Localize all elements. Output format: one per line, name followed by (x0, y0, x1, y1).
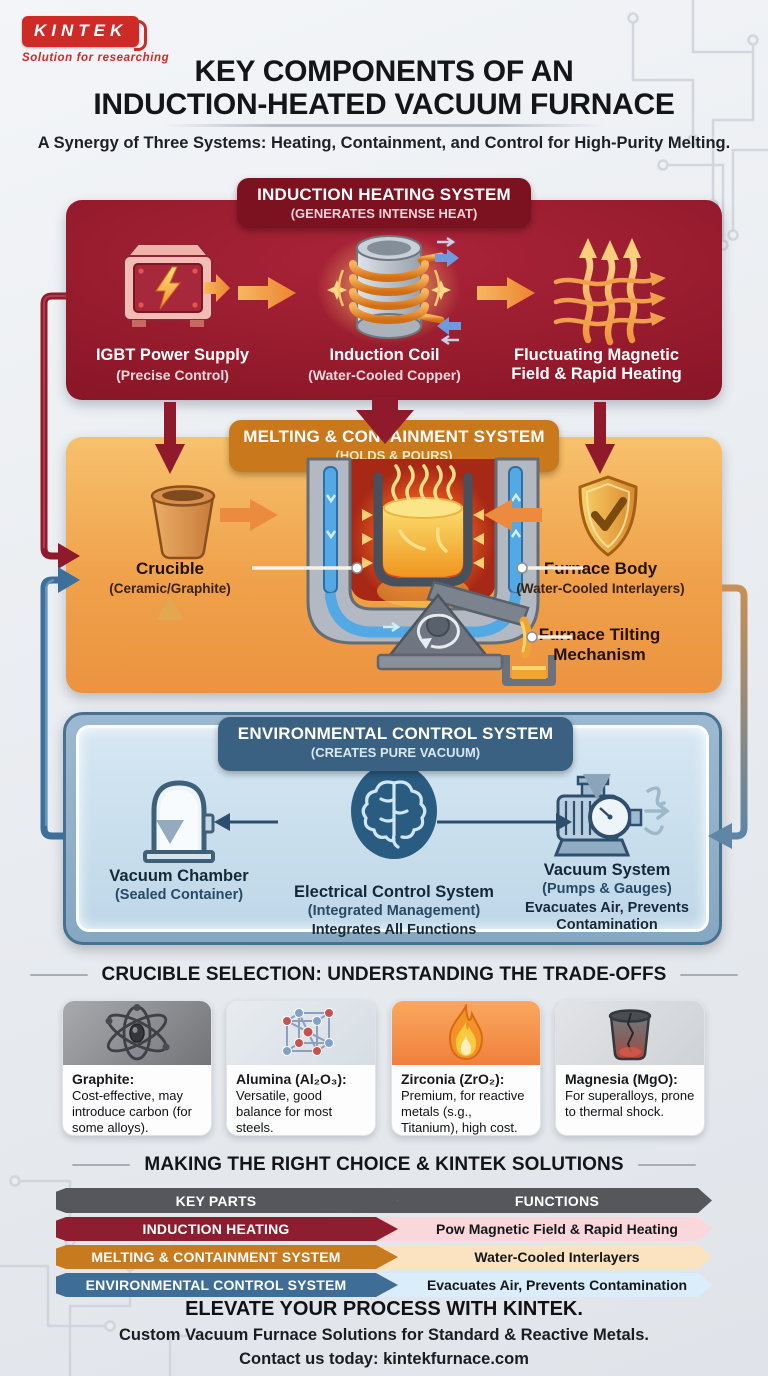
item-label: IGBT Power Supply (95, 346, 250, 364)
induction-heating-subtitle: (GENERATES INTENSE HEAT) (290, 206, 478, 221)
furnace-cross-section-illustration (288, 451, 558, 691)
crucible-card-alumina: Alumina (Al₂O₃): Versatile, good balance… (226, 1000, 376, 1136)
table-header-row: KEY PARTS FUNCTIONS (56, 1188, 712, 1213)
vacuum-pump-icon (548, 773, 680, 865)
environmental-control-panel: ENVIRONMENTAL CONTROL SYSTEM (CREATES PU… (63, 712, 722, 945)
item-label: Vacuum Chamber (109, 867, 249, 885)
crucible-icon (138, 477, 228, 563)
furnace-body-label-block: Furnace Body (Water-Cooled Interlayers) (498, 559, 703, 596)
heading-dash-right (637, 1163, 696, 1167)
brain-icon (348, 761, 440, 863)
tilting-mechanism-label-block: Furnace Tilting Mechanism (512, 625, 687, 665)
row-function: Water-Cooled Interlayers (376, 1245, 712, 1269)
flame-icon (392, 1001, 540, 1065)
heading-dash-left (72, 1163, 131, 1167)
row-function: Pow Magnetic Field & Rapid Heating (376, 1217, 712, 1241)
tilting-mechanism-label: Furnace Tilting Mechanism (538, 625, 661, 665)
contact-domain-link[interactable]: kintekfurnace.com (383, 1350, 529, 1368)
induction-item-coil: Induction Coil (Water-Cooled Copper) (292, 346, 477, 383)
contact-prefix: Contact us today: (239, 1350, 384, 1368)
power-supply-icon (106, 238, 230, 342)
card-name: Zirconia (ZrO₂): (401, 1071, 505, 1087)
page-title-line2: INDUCTION-HEATED VACUUM FURNACE (93, 88, 675, 121)
item-label: Fluctuating Magnetic Field & Rapid Heati… (511, 346, 682, 384)
induction-item-power-supply: IGBT Power Supply (Precise Control) (80, 346, 265, 383)
crucible-sublabel: (Ceramic/Graphite) (109, 581, 231, 597)
item-sublabel: (Integrated Management) (307, 902, 481, 919)
card-desc: Versatile, good balance for most steels. (236, 1088, 333, 1135)
card-desc: Premium, for reactive metals (s.g., Tita… (401, 1088, 525, 1135)
item-sublabel: (Water-Cooled Copper) (308, 367, 461, 384)
induction-heating-panel: INDUCTION HEATING SYSTEM (GENERATES INTE… (66, 178, 722, 400)
page-subtitle: A Synergy of Three Systems: Heating, Con… (37, 134, 731, 152)
induction-heating-title: INDUCTION HEATING SYSTEM (257, 185, 511, 204)
environmental-subtitle: (CREATES PURE VACUUM) (310, 745, 481, 760)
footer-headline: ELEVATE YOUR PROCESS WITH KINTEK. (185, 1298, 583, 1320)
env-item-vacuum-system: Vacuum System (Pumps & Gauges) Evacuates… (518, 861, 696, 935)
item-sublabel: (Pumps & Gauges) (542, 880, 672, 897)
solutions-title: MAKING THE RIGHT CHOICE & KINTEK SOLUTIO… (144, 1154, 624, 1175)
crucible-label: Crucible (135, 559, 205, 578)
crucible-card-graphite: Graphite: Cost-effective, may introduce … (62, 1000, 212, 1136)
furnace-body-sublabel: (Water-Cooled Interlayers) (516, 581, 685, 597)
table-row: INDUCTION HEATING Pow Magnetic Field & R… (56, 1217, 712, 1241)
row-part: INDUCTION HEATING (56, 1217, 398, 1241)
item-label: Vacuum System (543, 861, 671, 879)
header-functions: FUNCTIONS (376, 1188, 712, 1213)
crucible-card-zirconia: Zirconia (ZrO₂): Premium, for reactive m… (391, 1000, 541, 1136)
shield-check-icon (572, 473, 644, 561)
footer-contact: Contact us today: kintekfurnace.com (0, 1350, 768, 1369)
card-desc: For superalloys, prone to thermal shock. (565, 1088, 695, 1119)
item-label: Induction Coil (329, 346, 440, 364)
page-title-line1: KEY COMPONENTS OF AN (194, 55, 574, 88)
item-label: Electrical Control System (294, 883, 494, 901)
atom-icon (63, 1001, 211, 1065)
card-name: Alumina (Al₂O₃): (236, 1071, 347, 1087)
environmental-title: ENVIRONMENTAL CONTROL SYSTEM (237, 724, 554, 743)
card-name: Graphite: (72, 1071, 135, 1087)
crystal-lattice-icon (227, 1001, 375, 1065)
env-item-vacuum-chamber: Vacuum Chamber (Sealed Container) (94, 867, 264, 903)
induction-item-magnetic-field: Fluctuating Magnetic Field & Rapid Heati… (504, 346, 689, 385)
title-divider (164, 124, 604, 127)
crucible-selection-heading: CRUCIBLE SELECTION: UNDERSTANDING THE TR… (0, 964, 768, 986)
header-key-parts: KEY PARTS (56, 1188, 398, 1213)
induction-heating-header: INDUCTION HEATING SYSTEM (GENERATES INTE… (237, 178, 531, 228)
solutions-table: KEY PARTS FUNCTIONS INDUCTION HEATING Po… (56, 1188, 712, 1301)
heading-dash-left (29, 973, 88, 977)
env-item-control-system: Electrical Control System (Integrated Ma… (285, 883, 503, 939)
item-note: Integrates All Functions (311, 921, 477, 938)
melting-containment-panel: MELTING & CONTAINMENT SYSTEM (HOLDS & PO… (66, 420, 722, 693)
row-function: Evacuates Air, Prevents Contamination (376, 1273, 712, 1297)
heading-dash-right (680, 973, 739, 977)
table-row: ENVIRONMENTAL CONTROL SYSTEM Evacuates A… (56, 1273, 712, 1297)
furnace-body-label: Furnace Body (543, 559, 658, 578)
induction-coil-icon (309, 218, 469, 358)
card-name: Magnesia (MgO): (565, 1071, 678, 1087)
card-desc: Cost-effective, may introduce carbon (fo… (72, 1088, 192, 1135)
row-part: MELTING & CONTAINMENT SYSTEM (56, 1245, 398, 1269)
melting-title: MELTING & CONTAINMENT SYSTEM (243, 427, 545, 446)
vacuum-chamber-icon (134, 771, 224, 869)
cracked-crucible-icon (556, 1001, 704, 1065)
logo-tagline: Solution for researching (22, 52, 170, 64)
crucible-label-block: Crucible (Ceramic/Graphite) (80, 559, 260, 596)
table-row: MELTING & CONTAINMENT SYSTEM Water-Coole… (56, 1245, 712, 1269)
footer-subline: Custom Vacuum Furnace Solutions for Stan… (119, 1326, 649, 1344)
row-part: ENVIRONMENTAL CONTROL SYSTEM (56, 1273, 398, 1297)
kintek-logo: KINTEK (22, 16, 148, 51)
crucible-selection-title: CRUCIBLE SELECTION: UNDERSTANDING THE TR… (101, 964, 667, 985)
item-sublabel: (Precise Control) (116, 367, 229, 384)
magnetic-field-icon (544, 230, 676, 350)
item-sublabel: (Sealed Container) (114, 886, 244, 903)
crucible-card-magnesia: Magnesia (MgO): For superalloys, prone t… (555, 1000, 705, 1136)
item-note: Evacuates Air, Prevents Contamination (525, 899, 689, 934)
solutions-heading: MAKING THE RIGHT CHOICE & KINTEK SOLUTIO… (0, 1154, 768, 1176)
environmental-header: ENVIRONMENTAL CONTROL SYSTEM (CREATES PU… (218, 717, 573, 771)
